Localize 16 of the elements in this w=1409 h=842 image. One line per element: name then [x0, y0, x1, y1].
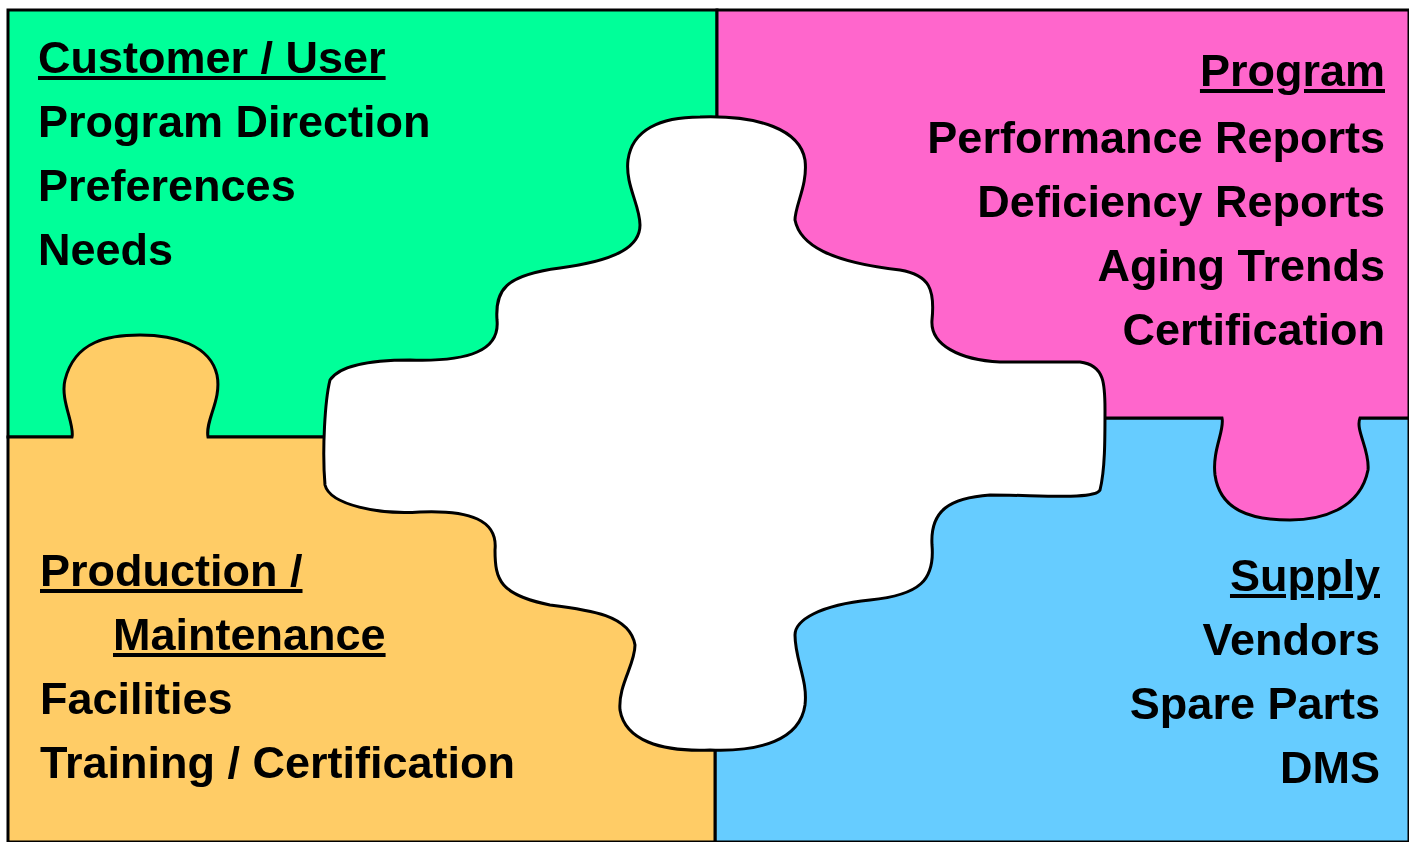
item-text: Spare Parts [1129, 677, 1380, 731]
section-heading: Customer / User [38, 31, 387, 85]
section-heading: Program [1198, 44, 1385, 98]
item-text: Needs [38, 223, 175, 277]
section-heading: Supply [1229, 549, 1380, 603]
section-heading: Production / Maintenance [40, 544, 387, 662]
item-text: Program Direction [38, 95, 431, 149]
item-text: Certification [1121, 303, 1385, 357]
item-text: Vendors [1201, 613, 1380, 667]
item-text: DMS [1279, 741, 1380, 795]
item-text: Performance Reports [927, 111, 1385, 165]
item-text: Deficiency Reports [976, 175, 1385, 229]
item-text: Preferences [38, 159, 297, 213]
item-text: Training / Certification [40, 736, 517, 790]
item-text: Facilities [40, 672, 234, 726]
item-text: Aging Trends [1096, 239, 1385, 293]
